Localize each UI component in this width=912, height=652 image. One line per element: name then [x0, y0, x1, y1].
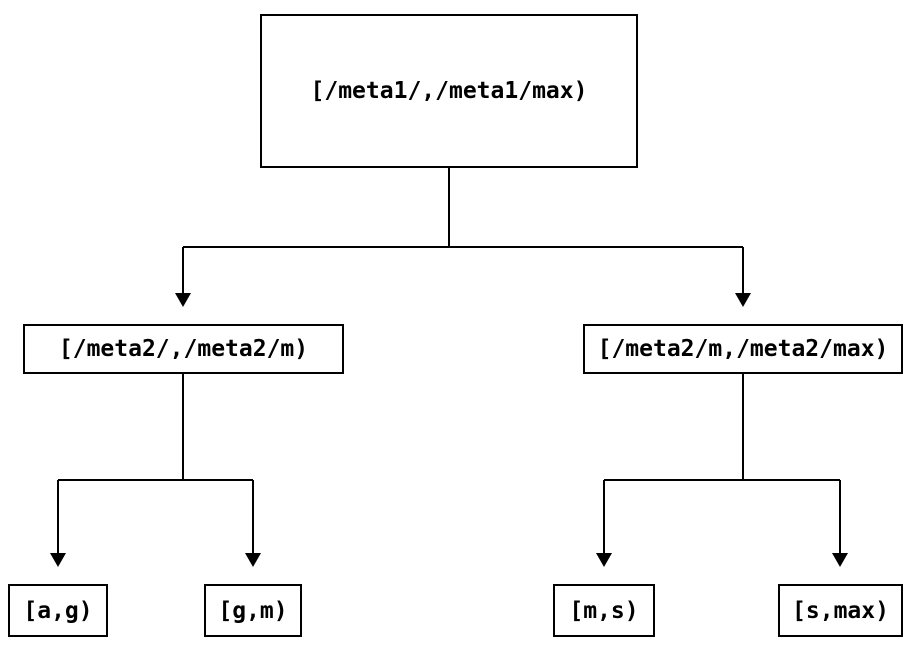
node-leaf-m-s: [m,s) [553, 584, 655, 637]
arrowhead-icon [50, 553, 66, 567]
node-label: [/meta1/,/meta1/max) [310, 78, 588, 104]
edge-midright-children [596, 374, 848, 567]
edge-midleft-children [50, 374, 261, 567]
arrowhead-icon [245, 553, 261, 567]
node-meta2-left-range: [/meta2/,/meta2/m) [23, 324, 344, 374]
node-label: [/meta2/,/meta2/m) [58, 336, 309, 362]
node-label: [s,max) [792, 597, 889, 624]
node-label: [/meta2/m,/meta2/max) [597, 336, 889, 362]
edge-root-children [175, 168, 751, 307]
node-meta2-right-range: [/meta2/m,/meta2/max) [583, 324, 903, 374]
arrowhead-icon [596, 553, 612, 567]
node-label: [g,m) [218, 597, 288, 624]
node-root-range: [/meta1/,/meta1/max) [260, 14, 638, 168]
node-leaf-g-m: [g,m) [204, 584, 302, 637]
node-label: [m,s) [569, 597, 639, 624]
node-label: [a,g) [23, 597, 93, 624]
arrowhead-icon [175, 293, 191, 307]
arrowhead-icon [832, 553, 848, 567]
arrowhead-icon [735, 293, 751, 307]
node-leaf-a-g: [a,g) [8, 584, 108, 637]
node-leaf-s-max: [s,max) [778, 584, 903, 637]
